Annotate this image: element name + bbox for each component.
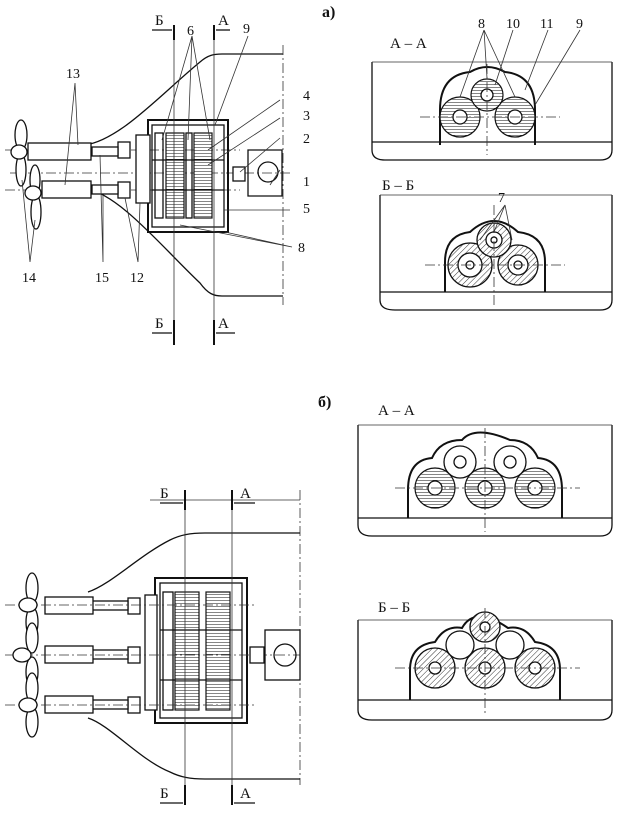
fig-b-section-aa: А – А (357, 403, 613, 537)
section-aa-title-b: А – А (378, 403, 415, 419)
propellers-b (12, 572, 39, 738)
section-aa-title: А – А (390, 36, 427, 52)
cut-b-bottom: Б (155, 316, 164, 332)
propeller-lower (24, 164, 42, 230)
callout-1: 1 (303, 175, 310, 190)
motor-housing (147, 119, 229, 233)
callout-2: 2 (303, 132, 310, 147)
callout-14: 14 (22, 271, 36, 286)
callout-12: 12 (130, 271, 144, 286)
cut-b-bottom-b: Б (160, 786, 169, 802)
cut-b-top: Б (155, 13, 164, 29)
callout-5: 5 (303, 202, 310, 217)
callout-8: 8 (298, 241, 305, 256)
fig-b-section-bb: Б – Б (357, 600, 613, 721)
fig-a-section-aa: А – А 8 10 11 9 (371, 17, 613, 161)
fig-b-plan-view: Б А Б А (5, 486, 301, 805)
figure-b-label: б) (318, 394, 331, 411)
cut-a-bottom-b: А (240, 786, 251, 802)
cut-b-top-b: Б (160, 486, 169, 502)
section-bb-title-b: Б – Б (378, 600, 410, 616)
cut-a-bottom: А (218, 316, 229, 332)
callout-3: 3 (303, 109, 310, 124)
motor-housing-b (154, 577, 248, 724)
callout-13: 13 (66, 67, 80, 82)
cut-a-top-b: А (240, 486, 251, 502)
cut-a-top: А (218, 13, 229, 29)
propeller-upper (10, 119, 28, 187)
callout-10: 10 (506, 17, 520, 32)
callout-9-aa: 9 (576, 17, 583, 32)
callout-6: 6 (187, 24, 194, 39)
fig-a-section-bb: Б – Б 7 (379, 178, 613, 311)
callout-11: 11 (540, 17, 553, 32)
figure-a-label: а) (322, 4, 335, 21)
callout-7: 7 (498, 191, 505, 206)
callout-9: 9 (243, 22, 250, 37)
fig-a-plan-view: Б А Б А 6 9 4 3 2 1 5 8 13 14 15 12 (5, 13, 310, 345)
section-bb-title: Б – Б (382, 178, 414, 194)
callout-8-aa: 8 (478, 17, 485, 32)
callout-4: 4 (303, 89, 310, 104)
callout-15: 15 (95, 271, 109, 286)
